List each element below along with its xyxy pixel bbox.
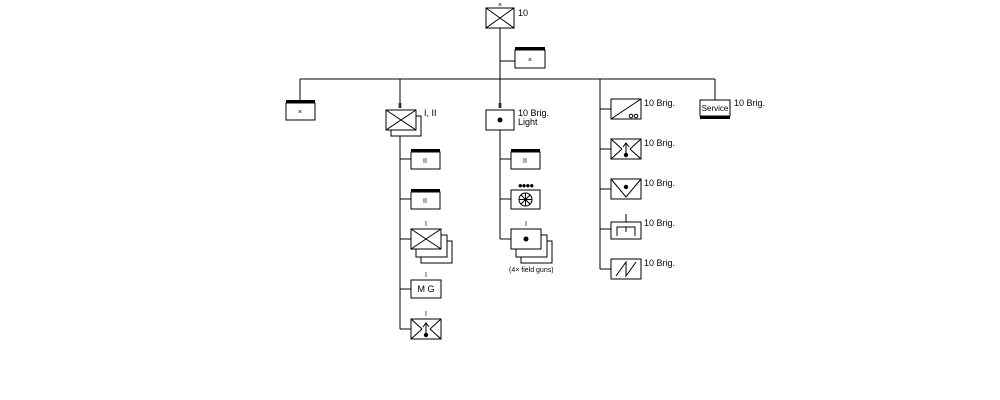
machine-gun-text: M G [418,284,435,294]
left-brigade-hq-symbol: × [285,100,316,121]
infantry-subunit-echelon: I [425,221,427,228]
support-label-1: 10 Brig. [644,98,675,108]
support-unit-3-symbol [610,178,642,200]
artillery-label-line2: Light [518,117,538,127]
support-unit-4-symbol [610,214,642,240]
support-label-5: 10 Brig. [644,258,675,268]
infantry-subunit-echelon: II [423,198,427,205]
artillery-wheel-echelon: ●●●● [518,181,534,190]
left-brigade-echelon: × [298,109,302,116]
field-gun-batteries-symbol: I [510,221,553,264]
division-hq-symbol: × [514,47,546,69]
division-label: 10 [518,8,528,18]
infantry-subunit-echelon: I [425,311,427,318]
field-guns-note: (4× field guns) [509,267,554,274]
support-label-3: 10 Brig. [644,178,675,188]
artillery-subunit-echelon: I [525,221,527,228]
support-unit-5-symbol [610,258,642,280]
infantry-signal-symbol: I [410,311,442,340]
artillery-hq-battery: II [510,149,541,170]
connector-lines [299,28,716,330]
service-text: Service [702,104,729,113]
infantry-subunit-echelon: II [423,158,427,165]
support-label-4: 10 Brig. [644,218,675,228]
infantry-echelon: II [398,103,402,110]
division-echelon: × [498,2,502,9]
infantry-hq-company-1: II [410,149,441,170]
support-unit-1-symbol [610,98,642,120]
support-unit-2-symbol [610,138,642,160]
infantry-companies-symbol: I [410,221,453,264]
infantry-regiment-symbol: II [385,103,422,137]
division-symbol: × [485,2,515,29]
artillery-wheel-symbol: ●●●● [510,181,541,210]
artillery-subunit-echelon: II [523,158,527,165]
artillery-regiment-symbol: II [485,103,515,131]
infantry-label: I, II [424,108,437,118]
artillery-echelon: II [498,103,502,110]
infantry-subunit-echelon: I [425,272,427,279]
support-label-2: 10 Brig. [644,138,675,148]
service-label: 10 Brig. [734,98,765,108]
division-hq-echelon: × [528,57,532,64]
artillery-label-line1: 10 Brig. [518,108,549,118]
infantry-hq-company-2: II [410,189,441,210]
service-unit-symbol: Service [699,99,731,119]
machine-gun-company-symbol: M G I [410,272,442,299]
